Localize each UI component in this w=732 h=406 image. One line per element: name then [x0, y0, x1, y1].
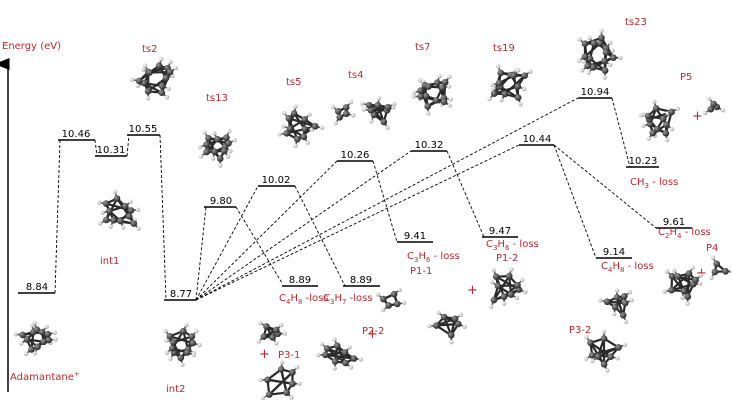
label-p1-2: P1-2 — [496, 253, 518, 264]
energy-values: 8.84 10.46 10.31 10.55 8.77 9.80 10.02 1… — [26, 87, 685, 300]
value-p3-2: 9.14 — [603, 247, 625, 258]
value-ts4: 10.26 — [341, 150, 370, 161]
loss-c3h7: C3H7 -loss — [323, 293, 373, 306]
loss-labels: C4H8 -loss C3H7 -loss C3H6 - loss C3H6 -… — [279, 177, 711, 306]
molecule-ts2 — [130, 56, 179, 101]
value-p2-2: 8.89 — [350, 275, 372, 286]
value-adamantane: 8.84 — [26, 282, 48, 293]
value-int1-left: 10.46 — [62, 129, 91, 140]
molecule-p5-b — [702, 96, 726, 116]
label-ts13: ts13 — [206, 93, 228, 104]
value-p5: 10.23 — [629, 156, 658, 167]
plus-p1: + — [467, 283, 478, 298]
molecule-ts13 — [197, 129, 237, 168]
value-ts-980: 9.80 — [210, 196, 232, 207]
loss-ch3: CH3 - loss — [630, 177, 678, 190]
value-ts19: 10.44 — [523, 134, 552, 145]
value-ts7: 10.32 — [415, 140, 444, 151]
molecule-ts5 — [277, 104, 325, 149]
loss-c3h6-b: C3H6 - loss — [486, 239, 539, 252]
label-p3-2: P3-2 — [569, 325, 591, 336]
molecule-p2-2-a — [316, 337, 364, 371]
molecule-p1-a — [427, 310, 467, 345]
molecule-p3-2-a — [598, 288, 634, 324]
molecule-p1-b — [489, 267, 528, 309]
label-ts7: ts7 — [415, 42, 431, 53]
loss-c3h6-a: C3H6 - loss — [407, 251, 460, 264]
label-int2: int2 — [166, 384, 185, 395]
label-ts19: ts19 — [493, 43, 515, 54]
molecule-p3-2-b — [583, 329, 628, 373]
loss-c2h4: C2H4 - loss — [658, 227, 711, 240]
label-p1-1: P1-1 — [410, 266, 432, 277]
value-int1: 10.31 — [97, 145, 126, 156]
value-ts23: 10.94 — [581, 87, 610, 98]
loss-c4h8-b: C4H8 - loss — [601, 261, 654, 274]
value-p3-1: 8.89 — [289, 275, 311, 286]
molecule-p3-1-a — [256, 320, 288, 346]
molecule-p4-a — [662, 265, 704, 306]
value-p1-2: 9.47 — [489, 226, 511, 237]
label-p5: P5 — [680, 72, 692, 83]
molecule-p3-1-b — [258, 360, 302, 401]
plus-p5: + — [692, 109, 703, 124]
molecule-ts23 — [576, 28, 623, 80]
label-p4: P4 — [706, 243, 718, 254]
molecule-p2-2-b — [375, 287, 407, 313]
loss-c4h8-a: C4H8 -loss — [279, 293, 329, 306]
value-ts-1002: 10.02 — [262, 175, 291, 186]
molecule-int2 — [163, 322, 202, 367]
molecule-p5-a — [639, 99, 680, 143]
molecule-illustrations — [13, 28, 732, 401]
energy-axis-label: Energy (eV) — [2, 41, 61, 52]
value-p1-1: 9.41 — [404, 231, 426, 242]
energy-levels — [18, 97, 692, 301]
label-p2-2: P2-2 — [362, 326, 384, 337]
label-ts23: ts23 — [625, 17, 647, 28]
species-labels: Adamantane+ int1 int2 ts2 ts13 ts5 ts4 t… — [10, 17, 718, 395]
molecule-ts4-b — [360, 96, 397, 131]
label-int1: int1 — [100, 256, 119, 267]
plus-p2-2: + — [367, 327, 378, 342]
label-ts4: ts4 — [348, 70, 364, 81]
label-ts2: ts2 — [142, 44, 158, 55]
value-ts2: 10.55 — [129, 124, 158, 135]
value-p4: 9.61 — [663, 217, 685, 228]
plus-p3-1: + — [259, 347, 270, 362]
molecule-int1 — [96, 189, 141, 231]
molecule-ts7 — [411, 73, 453, 116]
value-int2: 8.77 — [170, 289, 192, 300]
label-p3-1: P3-1 — [278, 350, 300, 361]
molecule-ts4-a — [330, 100, 356, 126]
connector-lines — [54, 97, 657, 301]
molecule-p4-b — [709, 255, 732, 281]
label-adamantane: Adamantane+ — [10, 370, 80, 383]
molecule-adamantane — [13, 320, 58, 357]
molecule-ts19 — [487, 64, 533, 107]
label-ts5: ts5 — [286, 77, 302, 88]
